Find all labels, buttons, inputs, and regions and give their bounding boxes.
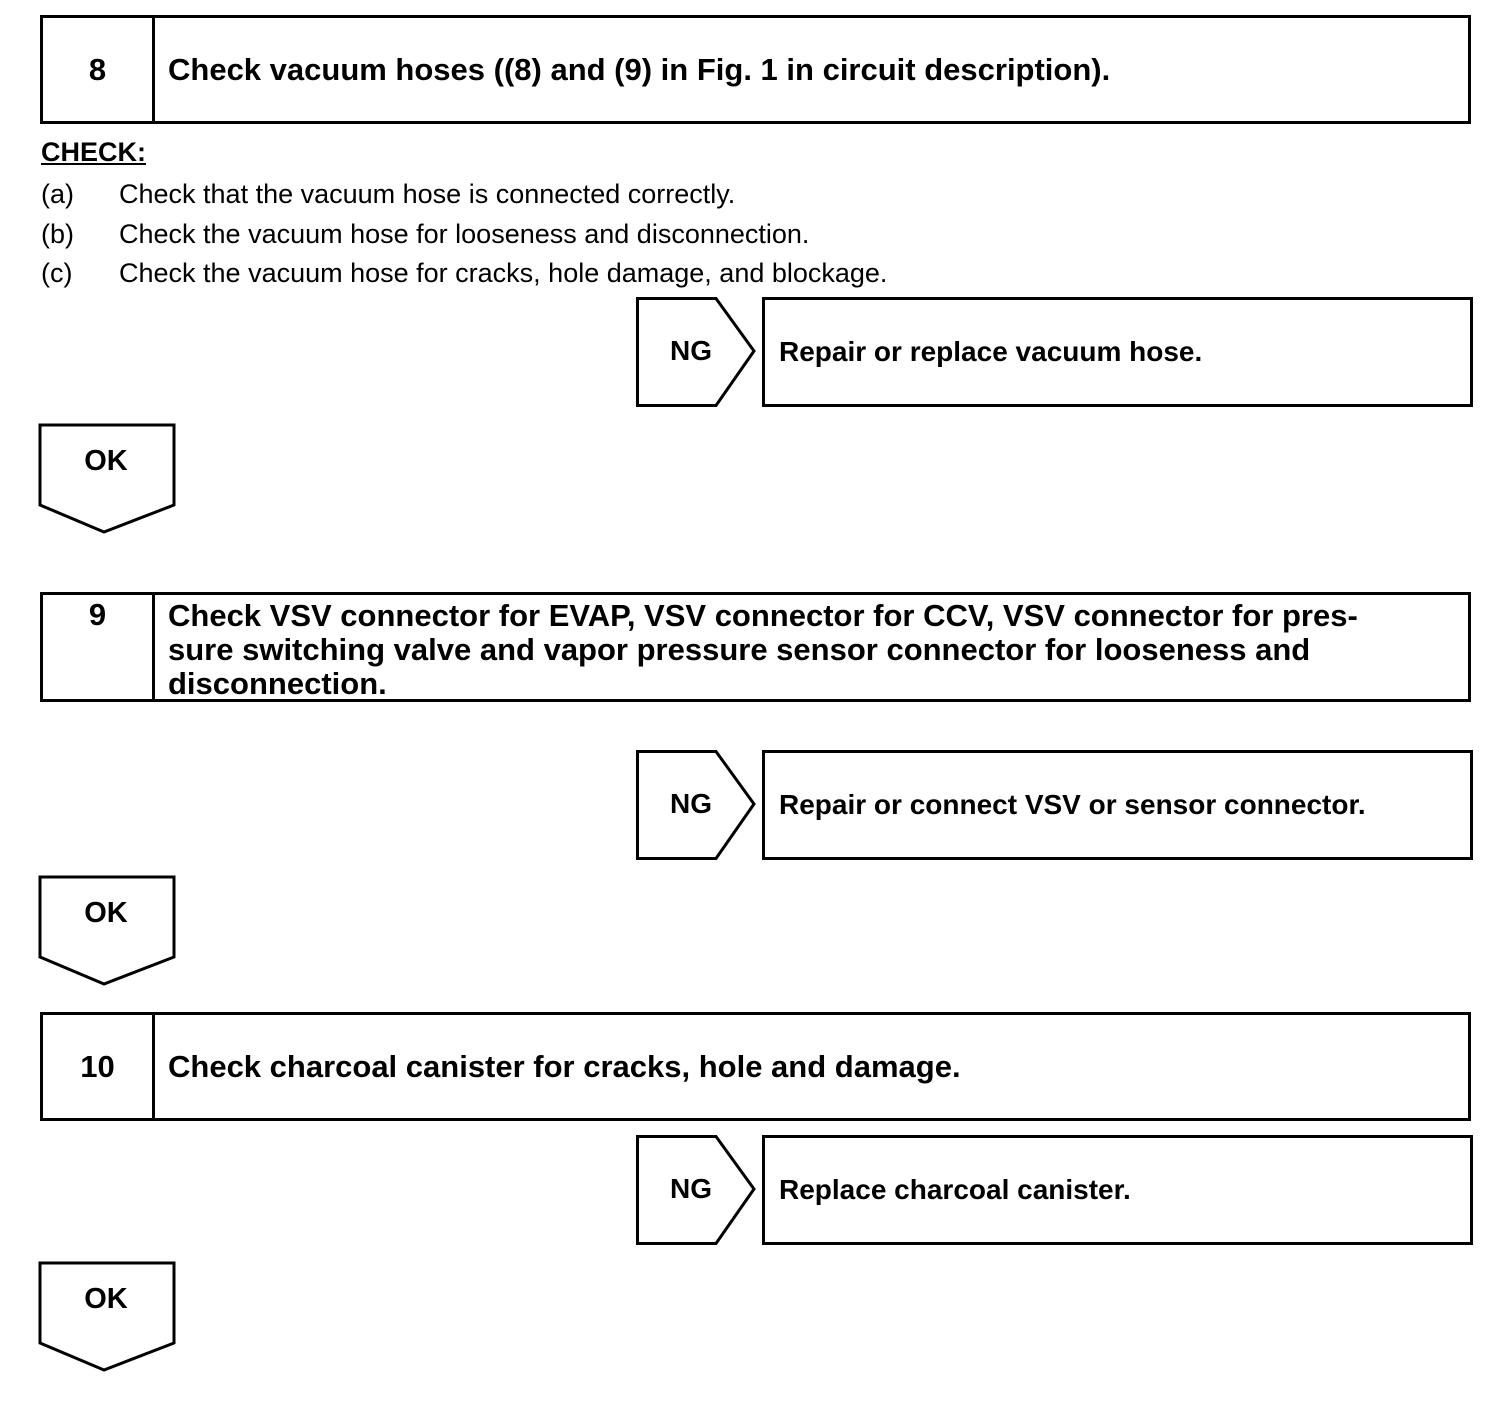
ng-label: NG xyxy=(670,788,712,819)
ok-arrow-shape xyxy=(38,875,176,986)
ng-tag: NG xyxy=(636,750,756,860)
ng-result-box: Repair or replace vacuum hose. xyxy=(762,297,1473,407)
check-item-label: (a) xyxy=(41,179,74,209)
ng-label: NG xyxy=(670,335,712,366)
ok-arrow-shape xyxy=(38,1261,176,1372)
step-8-box: 8 Check vacuum hoses ((8) and (9) in Fig… xyxy=(40,15,1471,124)
step-9-box: 9 Check VSV connector for EVAP, VSV conn… xyxy=(40,592,1471,702)
check-item-label: (b) xyxy=(41,219,74,249)
check-heading: CHECK: xyxy=(41,137,146,167)
step-number: 8 xyxy=(43,18,155,121)
step-title: Check charcoal canister for cracks, hole… xyxy=(168,1049,961,1084)
step-title: Check VSV connector for EVAP, VSV connec… xyxy=(168,599,1454,701)
ng-result-text: Replace charcoal canister. xyxy=(779,1174,1131,1205)
check-item-label: (c) xyxy=(41,258,73,288)
ok-tag: OK xyxy=(38,875,178,987)
ng-tag: NG xyxy=(636,1135,756,1245)
step-number: 9 xyxy=(43,595,155,699)
ng-result-text: Repair or connect VSV or sensor connecto… xyxy=(779,789,1366,820)
check-item: (c) Check the vacuum hose for cracks, hol… xyxy=(41,257,887,289)
step-title: Check vacuum hoses ((8) and (9) in Fig. … xyxy=(168,52,1111,87)
step-title-line: sure switching valve and vapor pressure … xyxy=(168,632,1311,667)
step-number: 10 xyxy=(43,1015,155,1118)
ok-label: OK xyxy=(84,445,128,477)
ng-result-box: Replace charcoal canister. xyxy=(762,1135,1473,1245)
ok-label: OK xyxy=(84,897,128,929)
check-item-text: Check the vacuum hose for looseness and … xyxy=(119,219,810,249)
step-title-line: Check VSV connector for EVAP, VSV connec… xyxy=(168,598,1358,633)
ng-arrow-shape xyxy=(636,750,756,860)
ok-arrow-shape xyxy=(38,423,176,534)
ng-result-text: Repair or replace vacuum hose. xyxy=(779,336,1203,367)
check-item: (a) Check that the vacuum hose is connect… xyxy=(41,178,735,210)
ok-tag: OK xyxy=(38,1261,178,1373)
step-title-line: disconnection. xyxy=(168,666,387,701)
step-10-box: 10 Check charcoal canister for cracks, h… xyxy=(40,1012,1471,1121)
ng-label: NG xyxy=(670,1173,712,1204)
ok-label: OK xyxy=(84,1283,128,1315)
check-item: (b) Check the vacuum hose for looseness a… xyxy=(41,218,809,250)
ok-tag: OK xyxy=(38,423,178,535)
check-item-text: Check the vacuum hose for cracks, hole d… xyxy=(119,258,888,288)
ng-result-box: Repair or connect VSV or sensor connecto… xyxy=(762,750,1473,860)
ng-arrow-shape xyxy=(636,1135,756,1245)
ng-tag: NG xyxy=(636,297,756,407)
ng-arrow-shape xyxy=(636,297,756,407)
check-item-text: Check that the vacuum hose is connected … xyxy=(119,179,736,209)
